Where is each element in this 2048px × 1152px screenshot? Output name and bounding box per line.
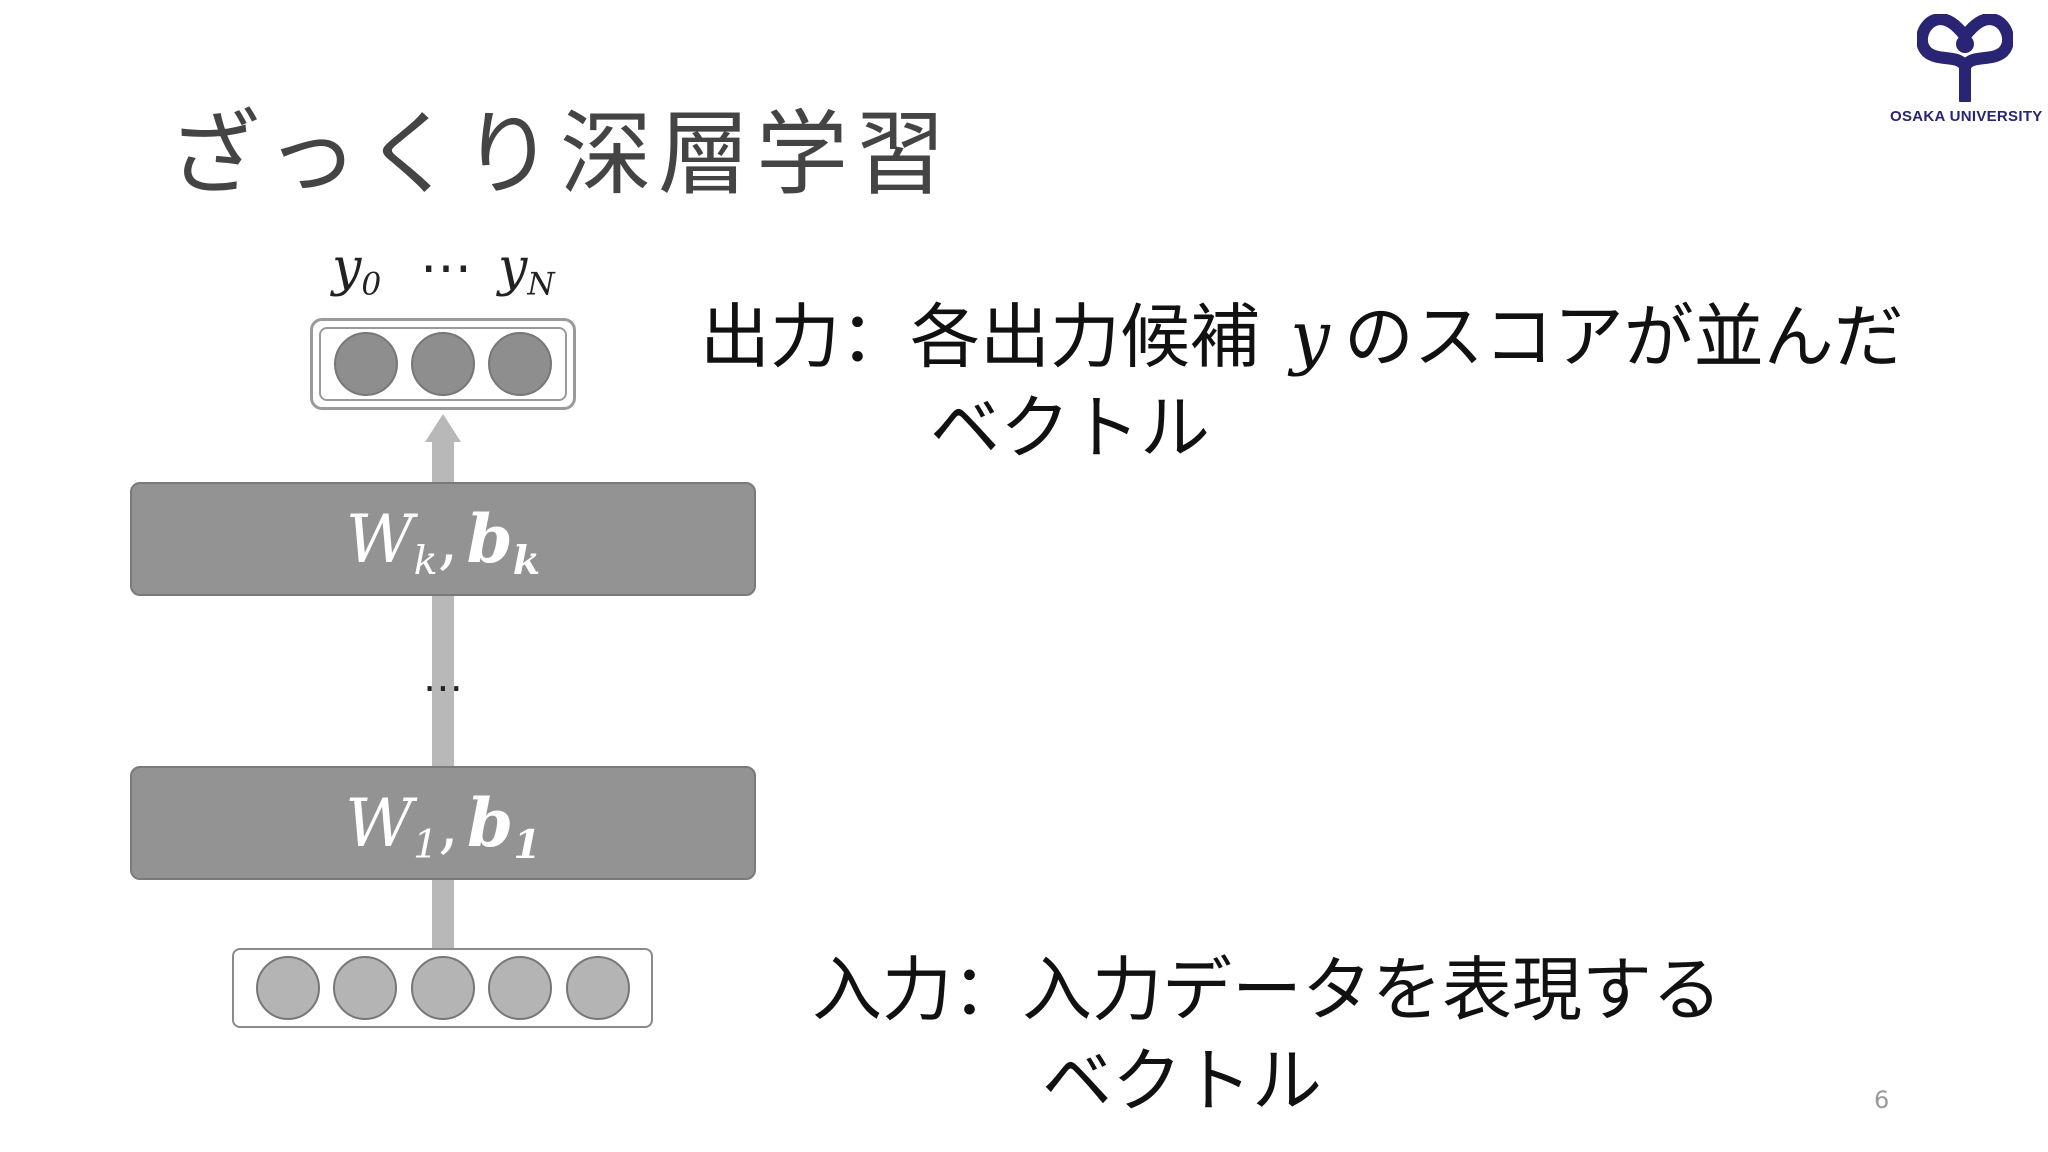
output-vector-inner xyxy=(319,327,567,401)
osaka-university-logo: OSAKA UNIVERSITY xyxy=(1890,14,2043,125)
output-label-last: yN xyxy=(498,238,555,303)
arrow-head-up-icon xyxy=(425,414,461,442)
output-caption-line2: ベクトル xyxy=(930,387,1210,469)
input-node xyxy=(410,956,475,1020)
output-node xyxy=(488,332,552,396)
arrow-shaft-top xyxy=(432,440,454,484)
output-node xyxy=(411,332,475,396)
input-caption-line2: ベクトル xyxy=(1042,1040,1322,1122)
slide-title: ざっくり深層学習 xyxy=(168,101,953,208)
input-node xyxy=(488,956,552,1020)
layer-1-separator: , xyxy=(438,784,460,862)
output-label-ellipsis: ⋯ xyxy=(420,238,472,298)
input-vector xyxy=(232,948,653,1028)
output-caption-symbol: y xyxy=(1290,296,1330,378)
layer-1-bias: b1 xyxy=(467,784,541,868)
output-labels: y0 ⋯ yN xyxy=(310,238,590,308)
input-node xyxy=(333,956,397,1020)
layer-1-weight: W1 xyxy=(345,784,439,868)
layer-k: Wk , bk xyxy=(130,482,756,596)
input-node xyxy=(255,956,320,1020)
arrow-shaft-bottom xyxy=(432,878,454,950)
output-node xyxy=(334,332,398,396)
output-vector xyxy=(310,318,576,410)
layer-k-weight: Wk xyxy=(345,500,438,584)
university-emblem-icon xyxy=(1917,14,2013,102)
page-number: 6 xyxy=(1874,1086,1890,1114)
input-node xyxy=(565,956,630,1020)
middle-ellipsis: ⋯ xyxy=(423,665,463,711)
input-caption-line1: 入力：入力データを表現する xyxy=(812,949,1722,1031)
output-label-first: y0 xyxy=(332,238,382,303)
layer-k-separator: , xyxy=(437,500,459,578)
layer-1: W1 , b1 xyxy=(130,766,756,880)
arrow-shaft-middle xyxy=(432,594,454,768)
layer-k-bias: bk xyxy=(466,500,541,584)
logo-text: OSAKA UNIVERSITY xyxy=(1890,108,2043,125)
